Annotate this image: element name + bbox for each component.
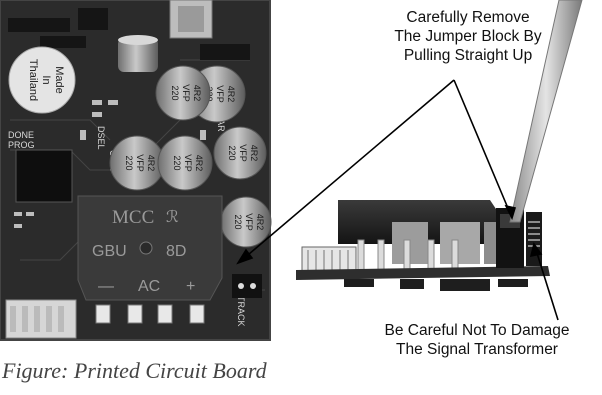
bridge-pins xyxy=(95,304,205,324)
capacitor-3-code: 4R2 xyxy=(146,155,156,172)
callout-top-line-3: Pulling Straight Up xyxy=(403,47,533,64)
capacitor-3-type: VFP xyxy=(135,154,145,172)
capacitor-6: 220 VFP 4R2 xyxy=(220,196,272,248)
capacitor-2-code: 4R2 xyxy=(192,85,202,102)
capacitor-6-type: VFP xyxy=(244,213,254,231)
callout-top-line-2: The Jumper Block By xyxy=(394,28,542,45)
signal-transformer xyxy=(526,212,542,266)
bridge-rating-text: 8D xyxy=(166,243,186,260)
arrow-head-transformer xyxy=(529,242,543,258)
side-underside-parts xyxy=(344,279,528,291)
arrow-to-transformer xyxy=(535,249,559,321)
capacitor-4-code: 4R2 xyxy=(194,155,204,172)
sticker-line-1: Made xyxy=(53,66,65,94)
small-capacitor xyxy=(118,35,158,72)
ul-mark-icon: ℛ xyxy=(166,209,179,226)
probe-tool xyxy=(509,0,583,223)
capacitor-4-type: VFP xyxy=(183,154,193,172)
capacitor-5-type: VFP xyxy=(238,144,248,162)
edge-pins xyxy=(10,306,64,332)
arrow-to-board-jumper xyxy=(241,79,455,261)
pcb-top-view: Made In Thailand xyxy=(0,0,272,341)
bridge-ac-text: AC xyxy=(138,278,160,295)
jumper-pads xyxy=(232,274,262,298)
made-in-thailand-sticker: Made In Thailand xyxy=(8,46,76,114)
callout-bottom-line-2: The Signal Transformer xyxy=(396,341,558,358)
silk-dsel: DSEL xyxy=(96,126,106,150)
capacitor-2: 220 VFP 4R2 xyxy=(155,65,211,121)
arrow-head-side xyxy=(504,204,517,221)
capacitor-5-code: 4R2 xyxy=(249,145,259,162)
sticker-line-2: In xyxy=(40,75,52,84)
side-pcb-edge xyxy=(296,266,550,280)
capacitor-5-value: 220 xyxy=(227,145,237,160)
side-capacitor-2 xyxy=(440,222,480,264)
sticker-line-3: Thailand xyxy=(27,59,39,101)
top-components xyxy=(8,8,250,60)
capacitor-6-code: 4R2 xyxy=(255,214,265,231)
capacitor-1-type: VFP xyxy=(215,85,225,103)
silk-prog: PROG xyxy=(8,140,35,150)
callout-bottom-line-1: Be Careful Not To Damage xyxy=(384,322,570,339)
microcontroller-chip xyxy=(15,149,73,203)
bridge-minus-text: — xyxy=(98,278,114,295)
bridge-part-text: GBU xyxy=(92,243,127,260)
silk-done: DONE xyxy=(8,130,34,140)
capacitor-6-value: 220 xyxy=(233,214,243,229)
pcb-side-view xyxy=(296,0,583,291)
capacitor-4: 220 VFP 4R2 xyxy=(157,135,213,191)
edge-connector xyxy=(5,299,77,339)
arrow-to-side-jumper xyxy=(453,79,511,214)
arrow-head-board xyxy=(236,248,254,265)
capacitor-4-value: 220 xyxy=(172,155,182,170)
capacitor-3-value: 220 xyxy=(124,155,134,170)
callout-arrows xyxy=(236,79,559,321)
figure-caption: Figure: Printed Circuit Board xyxy=(2,358,267,383)
capacitor-1-code: 4R2 xyxy=(226,86,236,103)
callout-transformer-warning: Be Careful Not To Damage The Signal Tran… xyxy=(352,321,602,359)
bridge-mcc-text: MCC xyxy=(112,207,154,228)
callout-top-line-1: Carefully Remove xyxy=(406,9,530,26)
callout-remove-jumper: Carefully Remove The Jumper Block By Pul… xyxy=(348,8,588,65)
bridge-rectifier: MCC ℛ GBU 8D AC — + xyxy=(77,195,223,301)
capacitor-2-type: VFP xyxy=(181,84,191,102)
silk-track: TRACK xyxy=(236,296,246,327)
capacitor-5: 220 VFP 4R2 xyxy=(213,126,267,180)
capacitor-2-value: 220 xyxy=(170,85,180,100)
bridge-plus-text: + xyxy=(186,278,195,295)
smd-parts xyxy=(14,100,206,228)
capacitor-3: 220 VFP 4R2 xyxy=(109,135,165,191)
